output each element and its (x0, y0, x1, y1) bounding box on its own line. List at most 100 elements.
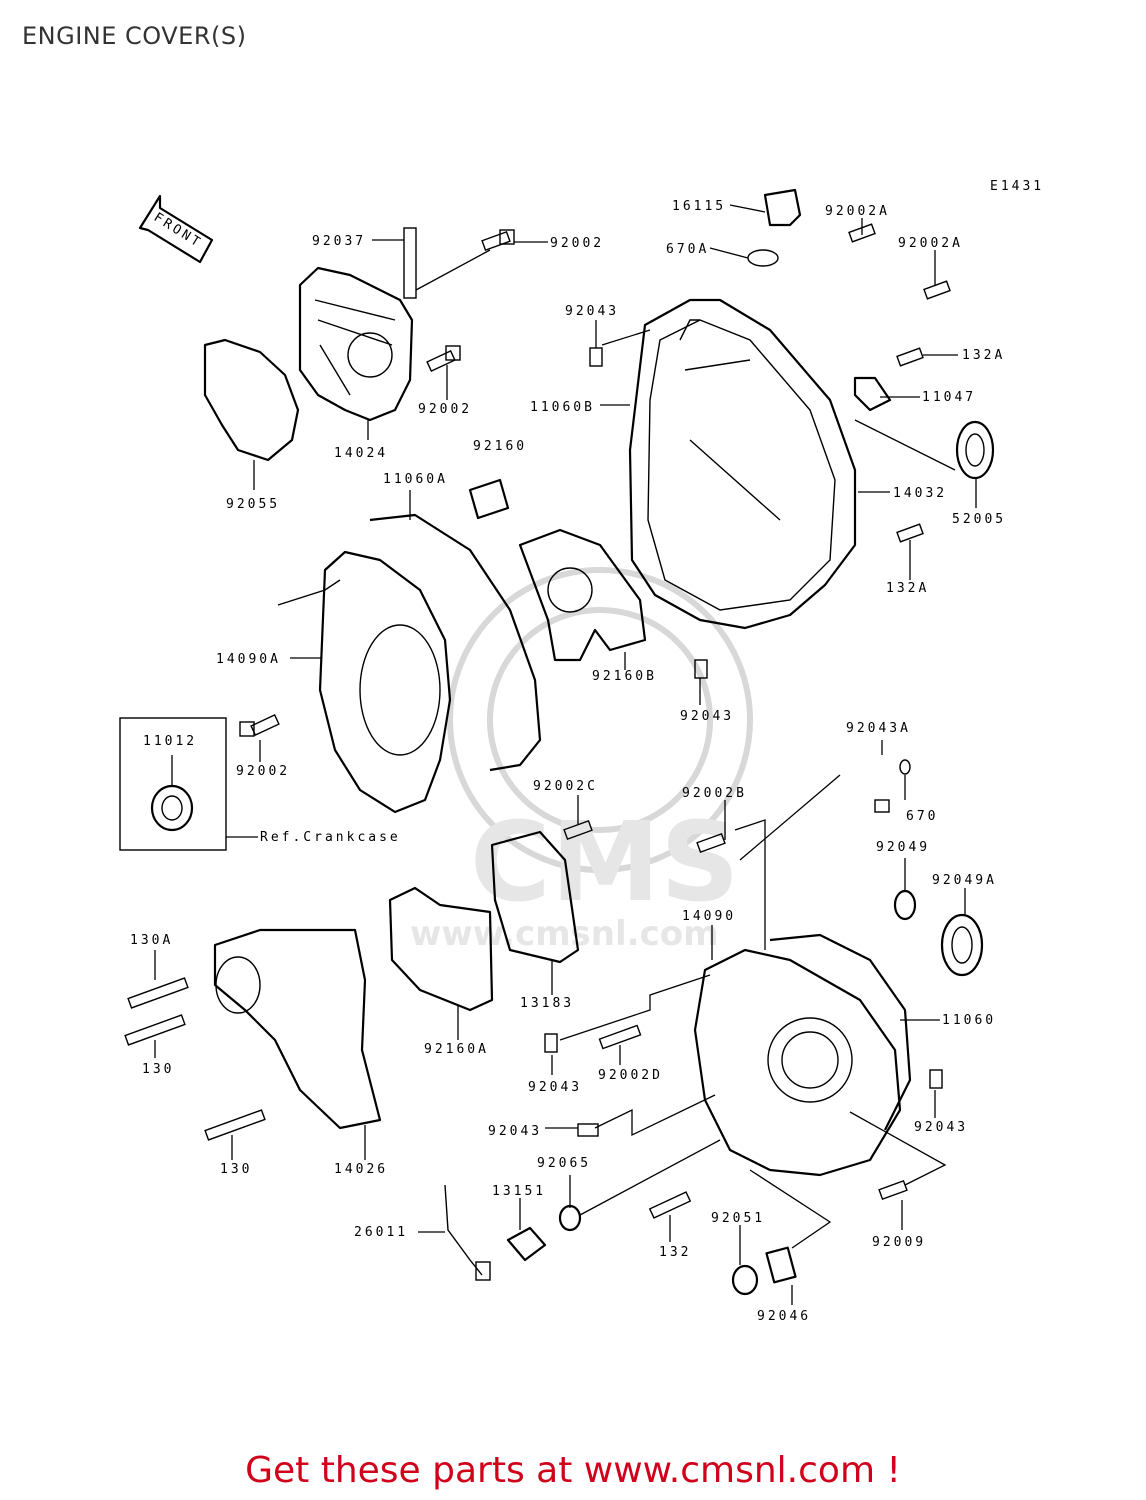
part-92046-bearing (765, 1246, 797, 1284)
label-11012: 11012 (143, 734, 197, 749)
bolt-130-a (124, 1014, 186, 1046)
part-92043-dowel-b (694, 659, 708, 679)
label-92002A-1: 92002A (825, 204, 890, 219)
leader-lines (154, 204, 977, 1305)
bolt-92002-top (481, 229, 515, 252)
bolt-92002-mid (426, 345, 461, 372)
label-16115: 16115 (672, 199, 726, 214)
label-92002C: 92002C (533, 779, 598, 794)
part-14090-cover (693, 948, 902, 1177)
part-92049-seal (893, 889, 917, 921)
part-92043-dowel-a (589, 347, 603, 367)
label-92046: 92046 (757, 1309, 811, 1324)
label-92160A: 92160A (424, 1042, 489, 1057)
label-92002B: 92002B (682, 786, 747, 801)
label-92055: 92055 (226, 497, 280, 512)
label-92043-b: 92043 (680, 709, 734, 724)
label-92002-top: 92002 (550, 236, 604, 251)
bolt-92009 (878, 1179, 908, 1201)
part-26011-lead (444, 1184, 491, 1281)
figure-code: E1431 (990, 179, 1044, 194)
label-132A-2: 132A (886, 581, 929, 596)
label-11060B: 11060B (530, 400, 595, 415)
part-16115-cap (763, 188, 802, 227)
part-14024-cover (298, 227, 417, 422)
part-92051-seal (731, 1264, 759, 1296)
label-11047: 11047 (922, 390, 976, 405)
bolt-92002A-2 (923, 280, 951, 300)
part-labels: 92037 92002 92002 14024 92055 16115 670A… (130, 199, 1006, 1324)
label-130-b: 130 (220, 1162, 252, 1177)
watermark-url: www.cmsnl.com (410, 914, 719, 954)
part-13183-plate (490, 830, 580, 964)
watermark-logo: CMS www.cmsnl.com (410, 567, 753, 954)
part-92037-strap (403, 227, 417, 299)
label-92043A: 92043A (846, 721, 911, 736)
part-11012-seal (150, 784, 194, 832)
promo-link[interactable]: Get these parts at www.cmsnl.com ! (245, 1450, 901, 1491)
part-92043A-dowel (874, 799, 890, 813)
part-11060A-gasket (369, 513, 542, 772)
part-92160-pad (468, 478, 510, 520)
bolt-92002C (563, 819, 593, 841)
label-14032: 14032 (893, 486, 947, 501)
label-92051: 92051 (711, 1211, 765, 1226)
label-13183: 13183 (520, 996, 574, 1011)
label-92043-c: 92043 (528, 1080, 582, 1095)
label-92049A: 92049A (932, 873, 997, 888)
part-92043-dowel-d (577, 1123, 599, 1137)
bolt-132A-1 (896, 347, 924, 367)
bolt-130A (127, 977, 189, 1009)
label-92009: 92009 (872, 1235, 926, 1250)
label-92002A-2: 92002A (898, 236, 963, 251)
part-11047-bracket (853, 376, 892, 412)
label-92043-a: 92043 (565, 304, 619, 319)
part-92160B-pad (518, 528, 647, 662)
part-14090A-cover (277, 550, 452, 814)
bolt-132A-2 (896, 523, 924, 543)
watermark-text: CMS (470, 798, 739, 926)
part-14026-cover (213, 928, 382, 1130)
label-92002D: 92002D (598, 1068, 663, 1083)
label-52005: 52005 (952, 512, 1006, 527)
label-92002-left: 92002 (236, 764, 290, 779)
label-14090A: 14090A (216, 652, 281, 667)
front-direction-badge: FRONT (138, 194, 214, 264)
part-92043-dowel-e (929, 1069, 943, 1089)
bolt-132 (648, 1191, 692, 1219)
label-92043-e: 92043 (914, 1120, 968, 1135)
label-670A: 670A (666, 242, 709, 257)
ref-crankcase-box (119, 717, 227, 851)
label-11060A: 11060A (383, 472, 448, 487)
label-92065: 92065 (537, 1156, 591, 1171)
label-92160: 92160 (473, 439, 527, 454)
bolt-130-b (204, 1109, 266, 1141)
label-13151: 13151 (492, 1184, 546, 1199)
label-14026: 14026 (334, 1162, 388, 1177)
label-92049: 92049 (876, 840, 930, 855)
label-14090: 14090 (682, 909, 736, 924)
part-14032-cover (628, 298, 857, 630)
label-26011: 26011 (354, 1225, 408, 1240)
parts-diagram: CMS www.cmsnl.com FRONT E1431 (119, 179, 1044, 1324)
bolt-92002D (598, 1024, 642, 1050)
label-670: 670 (906, 809, 938, 824)
ref-crankcase-label: Ref.Crankcase (260, 830, 401, 845)
bolt-92002B (696, 832, 726, 854)
label-14024: 14024 (334, 446, 388, 461)
label-92043-d: 92043 (488, 1124, 542, 1139)
part-92049A-seal (940, 913, 984, 977)
part-92160A-pad (388, 886, 494, 1012)
label-11060: 11060 (942, 1013, 996, 1028)
label-92160B: 92160B (592, 669, 657, 684)
label-130A: 130A (130, 933, 173, 948)
part-13151-switch (506, 1226, 547, 1262)
part-11060-gasket (769, 933, 912, 1131)
bolt-92002-left (239, 714, 280, 737)
part-92065-washer (558, 1204, 582, 1232)
label-92037: 92037 (312, 234, 366, 249)
label-92002-mid: 92002 (418, 402, 472, 417)
page-title: ENGINE COVER(S) (22, 22, 247, 50)
label-132A-1: 132A (962, 348, 1005, 363)
label-130-a: 130 (142, 1062, 174, 1077)
